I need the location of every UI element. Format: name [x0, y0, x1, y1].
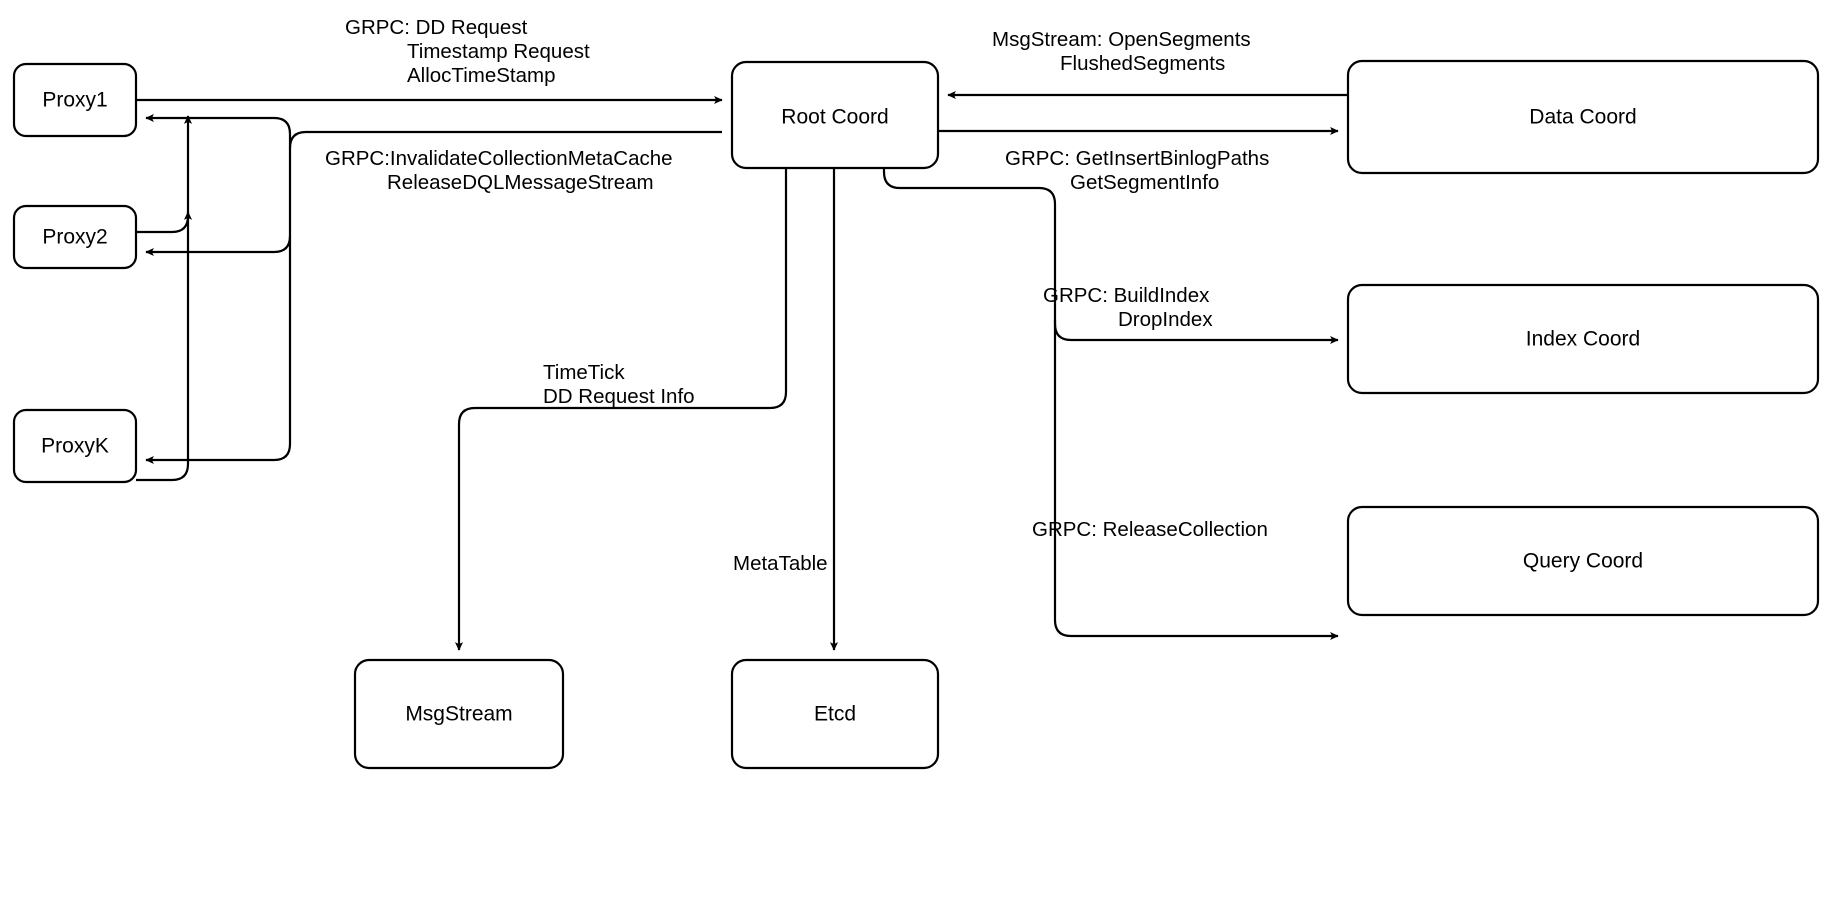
edge-label-line: AllocTimeStamp — [407, 64, 555, 87]
edge-label-line: GRPC: ReleaseCollection — [1032, 518, 1268, 541]
edge-proxy-to-rootcoord — [136, 95, 723, 482]
indexcoord-label: Index Coord — [1526, 328, 1640, 351]
edge-rootcoord-to-proxies — [145, 113, 722, 465]
proxyk-label: ProxyK — [41, 435, 109, 458]
edge-label-rootcoord-to-etcd: MetaTable — [733, 552, 828, 575]
rootcoord-label: Root Coord — [781, 106, 888, 129]
edge-label-line: TimeTick — [543, 361, 625, 384]
edge-label-proxy-to-rootcoord: GRPC: DD Request Timestamp Request Alloc… — [345, 16, 590, 87]
indexcoord-box[interactable] — [1346, 283, 1820, 395]
edge-label-line: DropIndex — [1118, 308, 1213, 331]
edge-label-line: ReleaseDQLMessageStream — [387, 171, 654, 194]
querycoord-label: Query Coord — [1523, 550, 1643, 573]
node-rootcoord[interactable]: Root Coord — [730, 60, 940, 170]
msgstream-box[interactable] — [353, 658, 565, 770]
rootcoord-box[interactable] — [730, 60, 940, 170]
node-proxy2[interactable]: Proxy2 — [12, 204, 138, 270]
msgstream-label: MsgStream — [405, 703, 512, 726]
proxy1-box[interactable] — [12, 62, 138, 138]
proxy2-box[interactable] — [12, 204, 138, 270]
edge-label-line: DD Request Info — [543, 385, 695, 408]
node-msgstream[interactable]: MsgStream — [353, 658, 565, 770]
querycoord-box[interactable] — [1346, 505, 1820, 617]
edge-rootcoord-to-msgstream — [454, 168, 788, 651]
edge-label-line: MsgStream: OpenSegments — [992, 28, 1251, 51]
edge-label-line: FlushedSegments — [1060, 52, 1225, 75]
node-indexcoord[interactable]: Index Coord — [1346, 283, 1820, 395]
node-querycoord[interactable]: Query Coord — [1346, 505, 1820, 617]
edge-rootcoord-trunk-down — [882, 168, 1339, 641]
edge-label-line: GRPC: DD Request — [345, 16, 528, 39]
edge-label-rootcoord-to-proxies: GRPC:InvalidateCollectionMetaCache Relea… — [325, 147, 673, 194]
edge-label-line: Timestamp Request — [407, 40, 590, 63]
edge-label-rootcoord-to-indexcoord: GRPC: BuildIndex DropIndex — [1043, 284, 1213, 331]
edge-label-line: MetaTable — [733, 552, 828, 575]
node-datacoord[interactable]: Data Coord — [1346, 59, 1820, 175]
edge-label-rootcoord-to-querycoord: GRPC: ReleaseCollection — [1032, 518, 1268, 541]
node-proxy1[interactable]: Proxy1 — [12, 62, 138, 138]
proxyk-box[interactable] — [12, 408, 138, 484]
edge-label-line: GRPC:InvalidateCollectionMetaCache — [325, 147, 673, 170]
edge-label-rootcoord-to-datacoord: GRPC: GetInsertBinlogPaths GetSegmentInf… — [1005, 147, 1269, 194]
etcd-box[interactable] — [730, 658, 940, 770]
node-etcd[interactable]: Etcd — [730, 658, 940, 770]
etcd-label: Etcd — [814, 703, 856, 726]
proxy2-label: Proxy2 — [42, 226, 107, 249]
edge-label-line: GetSegmentInfo — [1070, 171, 1219, 194]
edge-label-rootcoord-to-msgstream: TimeTick DD Request Info — [543, 361, 695, 408]
edge-label-datacoord-to-rootcoord: MsgStream: OpenSegments FlushedSegments — [992, 28, 1251, 75]
proxy1-label: Proxy1 — [42, 89, 107, 112]
edge-label-line: GRPC: GetInsertBinlogPaths — [1005, 147, 1269, 170]
datacoord-label: Data Coord — [1529, 106, 1636, 129]
edge-label-line: GRPC: BuildIndex — [1043, 284, 1210, 307]
node-proxyk[interactable]: ProxyK — [12, 408, 138, 484]
datacoord-box[interactable] — [1346, 59, 1820, 175]
